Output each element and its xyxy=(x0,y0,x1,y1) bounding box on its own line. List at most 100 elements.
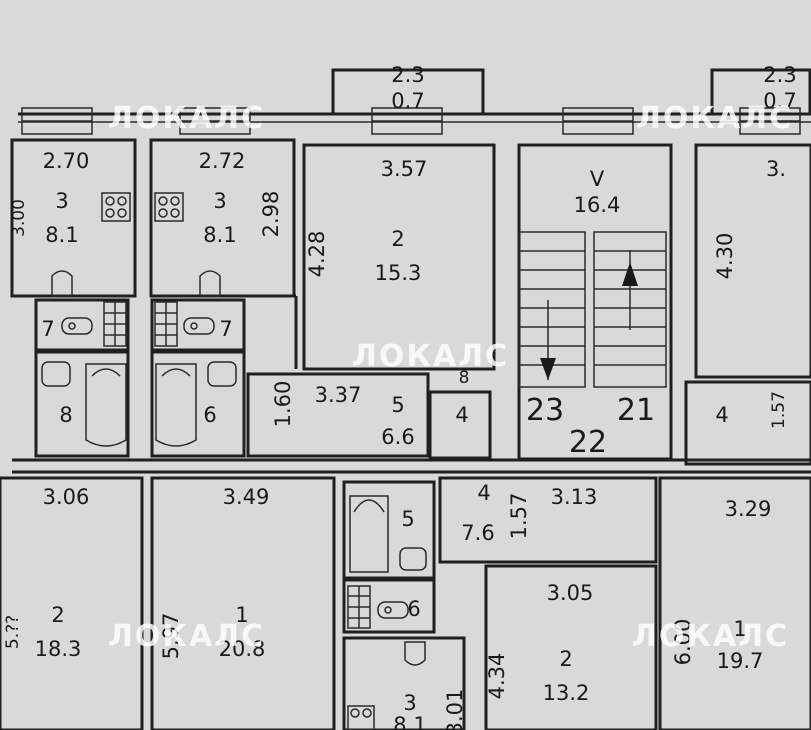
lower-hall-side-label: 1.57 xyxy=(507,493,531,540)
wc-left-label: 7 xyxy=(41,317,54,341)
room-1-lower-right xyxy=(658,476,811,730)
lower-kitchen-num-label: 3 xyxy=(403,691,416,715)
lower-2-width-label: 3.49 xyxy=(223,485,270,509)
top-marker-label: 8 xyxy=(459,368,470,388)
room-2-num-label: 2 xyxy=(391,227,404,251)
balcony-dim-label: 2.3 xyxy=(391,63,424,87)
window-group-top xyxy=(21,107,801,135)
lower-room-2-side-label: 5.97 xyxy=(159,613,183,660)
lower-hall-num-label: 4 xyxy=(477,481,490,505)
watermark: ЛОКАЛС xyxy=(636,101,793,136)
kitchen-lower xyxy=(342,636,466,730)
lower-room-4-side-label: 6.00 xyxy=(671,619,695,666)
sink-icon xyxy=(399,547,427,571)
vent-grid-icon xyxy=(154,301,178,347)
watermark: ЛОКАЛС xyxy=(352,339,509,374)
lower-room-2-num-label: 1 xyxy=(235,603,248,627)
room-kitchen-2 xyxy=(149,138,296,298)
room-2-lower-right xyxy=(484,564,658,730)
kitchen-2-side-label: 2.98 xyxy=(259,191,283,238)
bathtub-icon xyxy=(85,363,127,447)
lower-kitchen-area-label: 8.1 xyxy=(393,713,426,730)
lower-4-width-label: 3.29 xyxy=(725,497,772,521)
watermark: ЛОКАЛС xyxy=(108,101,265,136)
stove-icon xyxy=(154,192,184,222)
lower-room-1-side-label: 5.?? xyxy=(3,615,23,649)
hall-lower xyxy=(438,476,658,564)
toilet-icon xyxy=(377,601,409,619)
wc-mid xyxy=(150,298,246,352)
bath-lower xyxy=(342,480,436,580)
bathtub-icon xyxy=(349,495,389,573)
wc-lower xyxy=(342,578,436,634)
stair-22-label: 22 xyxy=(569,425,607,460)
vent-grid-icon xyxy=(347,585,371,629)
stairs xyxy=(518,231,667,388)
room-2-upper xyxy=(302,143,496,371)
room-4-label: 4 xyxy=(455,403,468,427)
hall-side-label: 1.60 xyxy=(271,381,295,428)
balcony-right-dim-label: 2.3 xyxy=(763,63,796,87)
corridor-num-label: 5 xyxy=(391,393,404,417)
kitchen-2-width-label: 2.72 xyxy=(199,149,246,173)
lower-room-3-side-label: 4.34 xyxy=(485,653,509,700)
right-room-side-label: 4.30 xyxy=(713,233,737,280)
room-kitchen-1 xyxy=(10,138,137,298)
lower-room-2-area-label: 20.8 xyxy=(219,637,266,661)
watermark: ЛОКАЛС xyxy=(108,619,265,654)
lower-wc-num-label: 6 xyxy=(407,597,420,621)
room-4-upper xyxy=(428,390,492,460)
bath-mid-label: 6 xyxy=(203,403,216,427)
balcony-area-label: 0.7 xyxy=(391,89,424,113)
lower-kitchen-side-label: 3.01 xyxy=(443,689,467,730)
lower-3-width-label: 3.13 xyxy=(551,485,598,509)
room-right-upper xyxy=(694,143,811,379)
bath-left xyxy=(34,350,130,458)
room-2-width-label: 3.57 xyxy=(381,157,428,181)
lower-room-1-area-label: 18.3 xyxy=(35,637,82,661)
wc-mid-label: 7 xyxy=(219,317,232,341)
stair-23-label: 23 xyxy=(526,393,564,428)
corridor-area-label: 6.6 xyxy=(381,425,414,449)
corridor-width-label: 3.37 xyxy=(315,383,362,407)
kitchen-1-side-label: 3.00 xyxy=(9,199,29,237)
kitchen-1-area-label: 8.1 xyxy=(45,223,78,247)
stove-icon xyxy=(347,705,375,730)
sink-icon xyxy=(199,270,221,297)
stair-21-label: 21 xyxy=(617,393,655,428)
room-2-area-label: 15.3 xyxy=(375,261,422,285)
lower-1-width-label: 3.06 xyxy=(43,485,90,509)
room-4-right-side-label: 1.57 xyxy=(769,391,789,429)
bathtub-icon xyxy=(155,363,197,447)
kitchen-2-area-label: 8.1 xyxy=(203,223,236,247)
vent-grid-icon xyxy=(103,301,127,347)
lower-room-3-num-label: 2 xyxy=(559,647,572,671)
sink-icon xyxy=(51,270,73,297)
lower-5-width-label: 3.05 xyxy=(547,581,594,605)
stove-icon xyxy=(101,192,131,222)
stair-area-label: 16.4 xyxy=(574,193,621,217)
room-4-right-label: 4 xyxy=(715,403,728,427)
sink-icon xyxy=(41,361,237,387)
balcony-right-area-label: 0.7 xyxy=(763,89,796,113)
lower-bath-num-label: 5 xyxy=(401,507,414,531)
sink-icon xyxy=(404,641,426,666)
lower-hall-area-label: 7.6 xyxy=(461,521,494,545)
room-4-right xyxy=(684,380,811,466)
wc-left xyxy=(34,298,130,352)
hall-center xyxy=(246,372,430,458)
bath-left-label: 8 xyxy=(59,403,72,427)
lower-room-4-area-label: 19.7 xyxy=(717,649,764,673)
bath-mid xyxy=(150,350,246,458)
toilet-icon xyxy=(61,317,93,335)
stair-num-label: V xyxy=(590,167,605,191)
room-2-lower-left xyxy=(0,476,144,730)
room-1-lower xyxy=(150,476,336,730)
lower-room-3-area-label: 13.2 xyxy=(543,681,590,705)
lower-room-4-num-label: 1 xyxy=(733,617,746,641)
lower-room-1-num-label: 2 xyxy=(51,603,64,627)
kitchen-1-width-label: 2.70 xyxy=(43,149,90,173)
kitchen-1-num-label: 3 xyxy=(55,189,68,213)
kitchen-2-num-label: 3 xyxy=(213,189,226,213)
